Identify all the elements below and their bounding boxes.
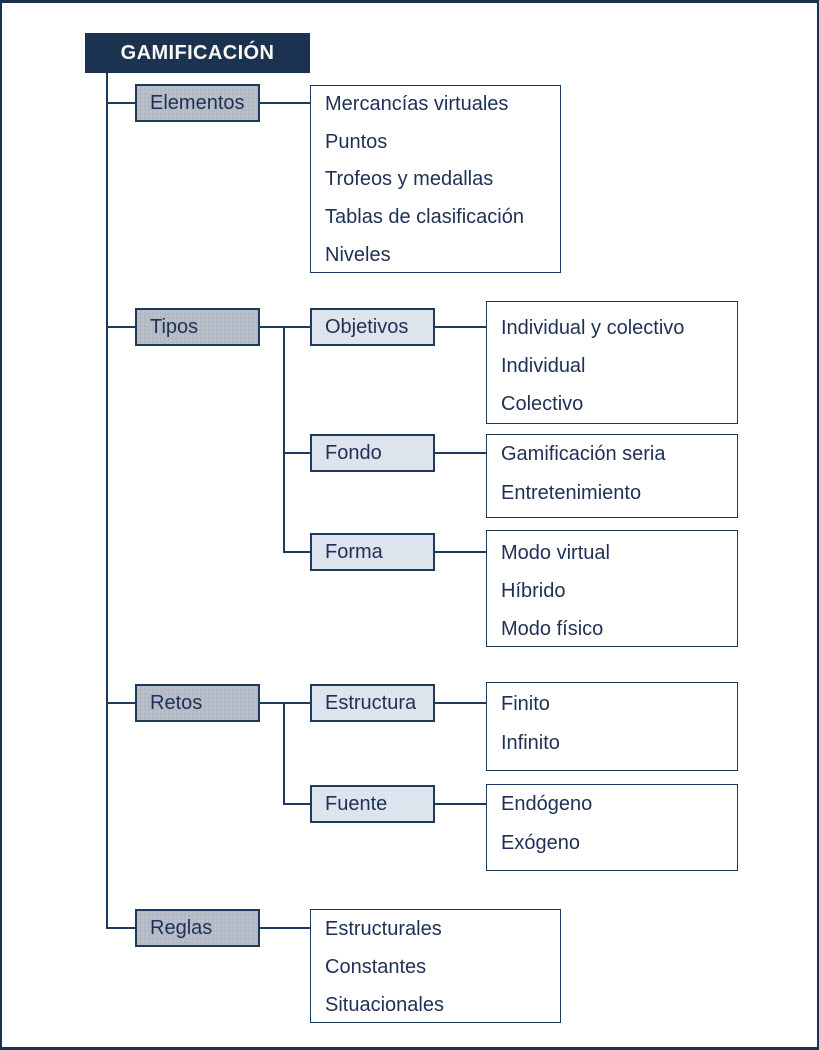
list-item: Infinito: [501, 732, 560, 754]
branch-reglas: Reglas: [135, 909, 260, 947]
leaf-list-fondo: Gamificación seria Entretenimiento: [486, 434, 738, 518]
list-item: Gamificación seria: [501, 443, 666, 465]
subbranch-fuente-label: Fuente: [325, 792, 388, 815]
branch-reglas-label: Reglas: [150, 916, 213, 939]
list-item: Modo virtual: [501, 541, 610, 564]
subbranch-fuente: Fuente: [310, 785, 435, 823]
list-item: Situacionales: [325, 993, 444, 1016]
connector-reglas-list: [260, 927, 310, 929]
branch-retos-label: Retos: [150, 691, 203, 714]
list-item: Puntos: [325, 130, 388, 153]
connector-subtrunk-fondo: [283, 452, 310, 454]
subbranch-objetivos-label: Objetivos: [325, 315, 409, 338]
list-item: Entretenimiento: [501, 482, 642, 504]
leaf-list-estructura: Finito Infinito: [486, 682, 738, 771]
leaf-list-elementos: Mercancías virtuales Puntos Trofeos y me…: [310, 85, 561, 273]
subbranch-estructura: Estructura: [310, 684, 435, 722]
branch-tipos: Tipos: [135, 308, 260, 346]
connector-subtrunk-forma: [283, 551, 310, 553]
connector-estructura-list: [435, 702, 486, 704]
list-item: Exógeno: [501, 832, 580, 854]
leaf-list-fuente: Endógeno Exógeno: [486, 784, 738, 871]
connector-retos-subtrunk: [260, 702, 285, 704]
subtrunk-retos: [283, 702, 285, 805]
branch-tipos-label: Tipos: [150, 315, 199, 338]
connector-trunk-reglas: [106, 927, 135, 929]
root-node-label: GAMIFICACIÓN: [120, 41, 275, 64]
list-item: Constantes: [325, 955, 427, 978]
subbranch-fondo-label: Fondo: [325, 441, 382, 464]
list-item: Individual y colectivo: [501, 316, 685, 339]
connector-objetivos-list: [435, 326, 486, 328]
list-item: Finito: [501, 693, 550, 715]
trunk-line: [106, 73, 108, 928]
root-node: GAMIFICACIÓN: [85, 33, 310, 73]
connector-fondo-list: [435, 452, 486, 454]
leaf-list-objetivos: Individual y colectivo Individual Colect…: [486, 301, 738, 424]
list-item: Modo físico: [501, 617, 604, 640]
list-item: Niveles: [325, 243, 391, 266]
connector-fuente-list: [435, 803, 486, 805]
list-item: Mercancías virtuales: [325, 93, 509, 116]
list-item: Endógeno: [501, 793, 593, 815]
subtrunk-tipos: [283, 326, 285, 553]
connector-trunk-tipos: [106, 326, 135, 328]
list-item: Trofeos y medallas: [325, 168, 494, 191]
connector-subtrunk-estructura: [283, 702, 310, 704]
connector-forma-list: [435, 551, 486, 553]
connector-elementos-list: [260, 102, 310, 104]
branch-elementos-label: Elementos: [150, 91, 245, 114]
leaf-list-reglas: Estructurales Constantes Situacionales: [310, 909, 561, 1023]
connector-trunk-retos: [106, 702, 135, 704]
connector-subtrunk-objetivos: [283, 326, 310, 328]
list-item: Individual: [501, 354, 586, 377]
subbranch-fondo: Fondo: [310, 434, 435, 472]
subbranch-objetivos: Objetivos: [310, 308, 435, 346]
subbranch-forma-label: Forma: [325, 540, 383, 563]
subbranch-forma: Forma: [310, 533, 435, 571]
branch-retos: Retos: [135, 684, 260, 722]
list-item: Híbrido: [501, 579, 566, 602]
connector-trunk-elementos: [106, 102, 135, 104]
connector-subtrunk-fuente: [283, 803, 310, 805]
subbranch-estructura-label: Estructura: [325, 691, 417, 714]
list-item: Colectivo: [501, 393, 584, 416]
list-item: Tablas de clasificación: [325, 206, 524, 229]
list-item: Estructurales: [325, 917, 442, 940]
connector-tipos-subtrunk: [260, 326, 285, 328]
branch-elementos: Elementos: [135, 84, 260, 122]
leaf-list-forma: Modo virtual Híbrido Modo físico: [486, 530, 738, 647]
